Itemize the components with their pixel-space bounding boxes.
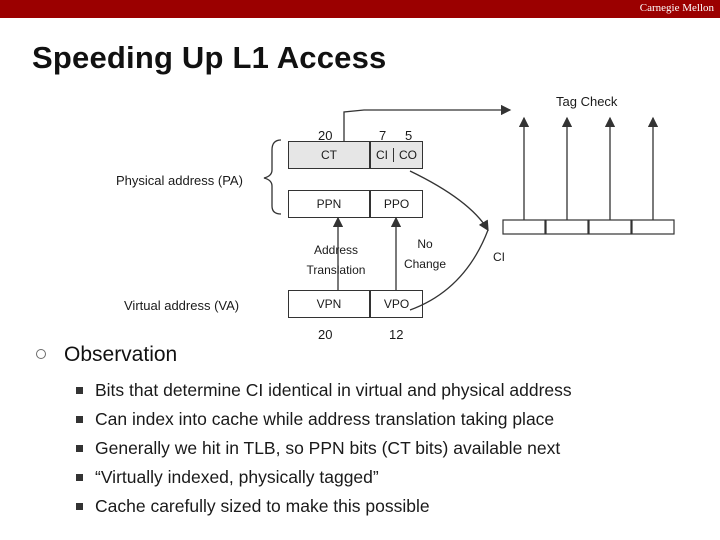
org-name: Carnegie Mellon bbox=[639, 2, 714, 14]
vpn-box: VPN bbox=[288, 290, 370, 318]
co-bits: 5 bbox=[405, 128, 413, 143]
cache-line-2 bbox=[545, 219, 589, 235]
ppo-label: PPO bbox=[383, 197, 410, 211]
vpn-label: VPN bbox=[316, 297, 342, 311]
vpo-bits: 12 bbox=[389, 327, 404, 342]
observation-item-text: Bits that determine CI identical in virt… bbox=[95, 380, 572, 400]
observation-item: Cache carefully sized to make this possi… bbox=[76, 492, 572, 521]
square-bullet-icon bbox=[76, 387, 83, 394]
vpo-box: VPO bbox=[370, 290, 423, 318]
ppn-box: PPN bbox=[288, 190, 370, 218]
no-change-label: No Change bbox=[403, 237, 447, 271]
square-bullet-icon bbox=[76, 416, 83, 423]
square-bullet-icon bbox=[76, 445, 83, 452]
square-bullet-icon bbox=[76, 474, 83, 481]
ci-va-line bbox=[409, 229, 489, 311]
pa-label: Physical address (PA) bbox=[116, 173, 243, 188]
ci-co-box: CI CO bbox=[370, 141, 423, 169]
tag-arrow bbox=[343, 104, 512, 145]
observation-item-text: Cache carefully sized to make this possi… bbox=[95, 496, 430, 516]
pa-brace bbox=[263, 139, 282, 215]
address-translation-label: Address Translation bbox=[306, 243, 366, 277]
observation-title: Observation bbox=[64, 343, 178, 366]
observation-bullet-icon bbox=[36, 349, 46, 359]
vpn-bits: 20 bbox=[318, 327, 333, 342]
ci-co-divider bbox=[393, 148, 394, 162]
cache-line-3 bbox=[588, 219, 632, 235]
observation-item: Bits that determine CI identical in virt… bbox=[76, 376, 572, 405]
cache-line-4 bbox=[631, 219, 675, 235]
ci-field-label: CI bbox=[376, 148, 388, 162]
observation-item: Can index into cache while address trans… bbox=[76, 405, 572, 434]
co-field-label: CO bbox=[399, 148, 417, 162]
ct-bits: 20 bbox=[318, 128, 333, 143]
observation-list: Bits that determine CI identical in virt… bbox=[76, 376, 572, 521]
tag-check-label: Tag Check bbox=[556, 94, 618, 109]
observation-item: “Virtually indexed, physically tagged” bbox=[76, 463, 572, 492]
ci-bits: 7 bbox=[379, 128, 387, 143]
header-bar: Carnegie Mellon bbox=[0, 0, 720, 18]
ct-label: CT bbox=[321, 148, 337, 162]
ci-arrow bbox=[409, 170, 489, 232]
ppo-box: PPO bbox=[370, 190, 423, 218]
vpo-label: VPO bbox=[383, 297, 410, 311]
square-bullet-icon bbox=[76, 503, 83, 510]
cache-line-1 bbox=[502, 219, 546, 235]
observation-item-text: “Virtually indexed, physically tagged” bbox=[95, 467, 379, 487]
ci-cache-label: CI bbox=[493, 250, 505, 264]
ct-box: CT bbox=[288, 141, 370, 169]
observation-item: Generally we hit in TLB, so PPN bits (CT… bbox=[76, 434, 572, 463]
ppn-label: PPN bbox=[316, 197, 342, 211]
va-label: Virtual address (VA) bbox=[124, 298, 240, 313]
slide-title: Speeding Up L1 Access bbox=[32, 40, 387, 75]
observation-item-text: Can index into cache while address trans… bbox=[95, 409, 555, 429]
observation-item-text: Generally we hit in TLB, so PPN bits (CT… bbox=[95, 438, 561, 458]
